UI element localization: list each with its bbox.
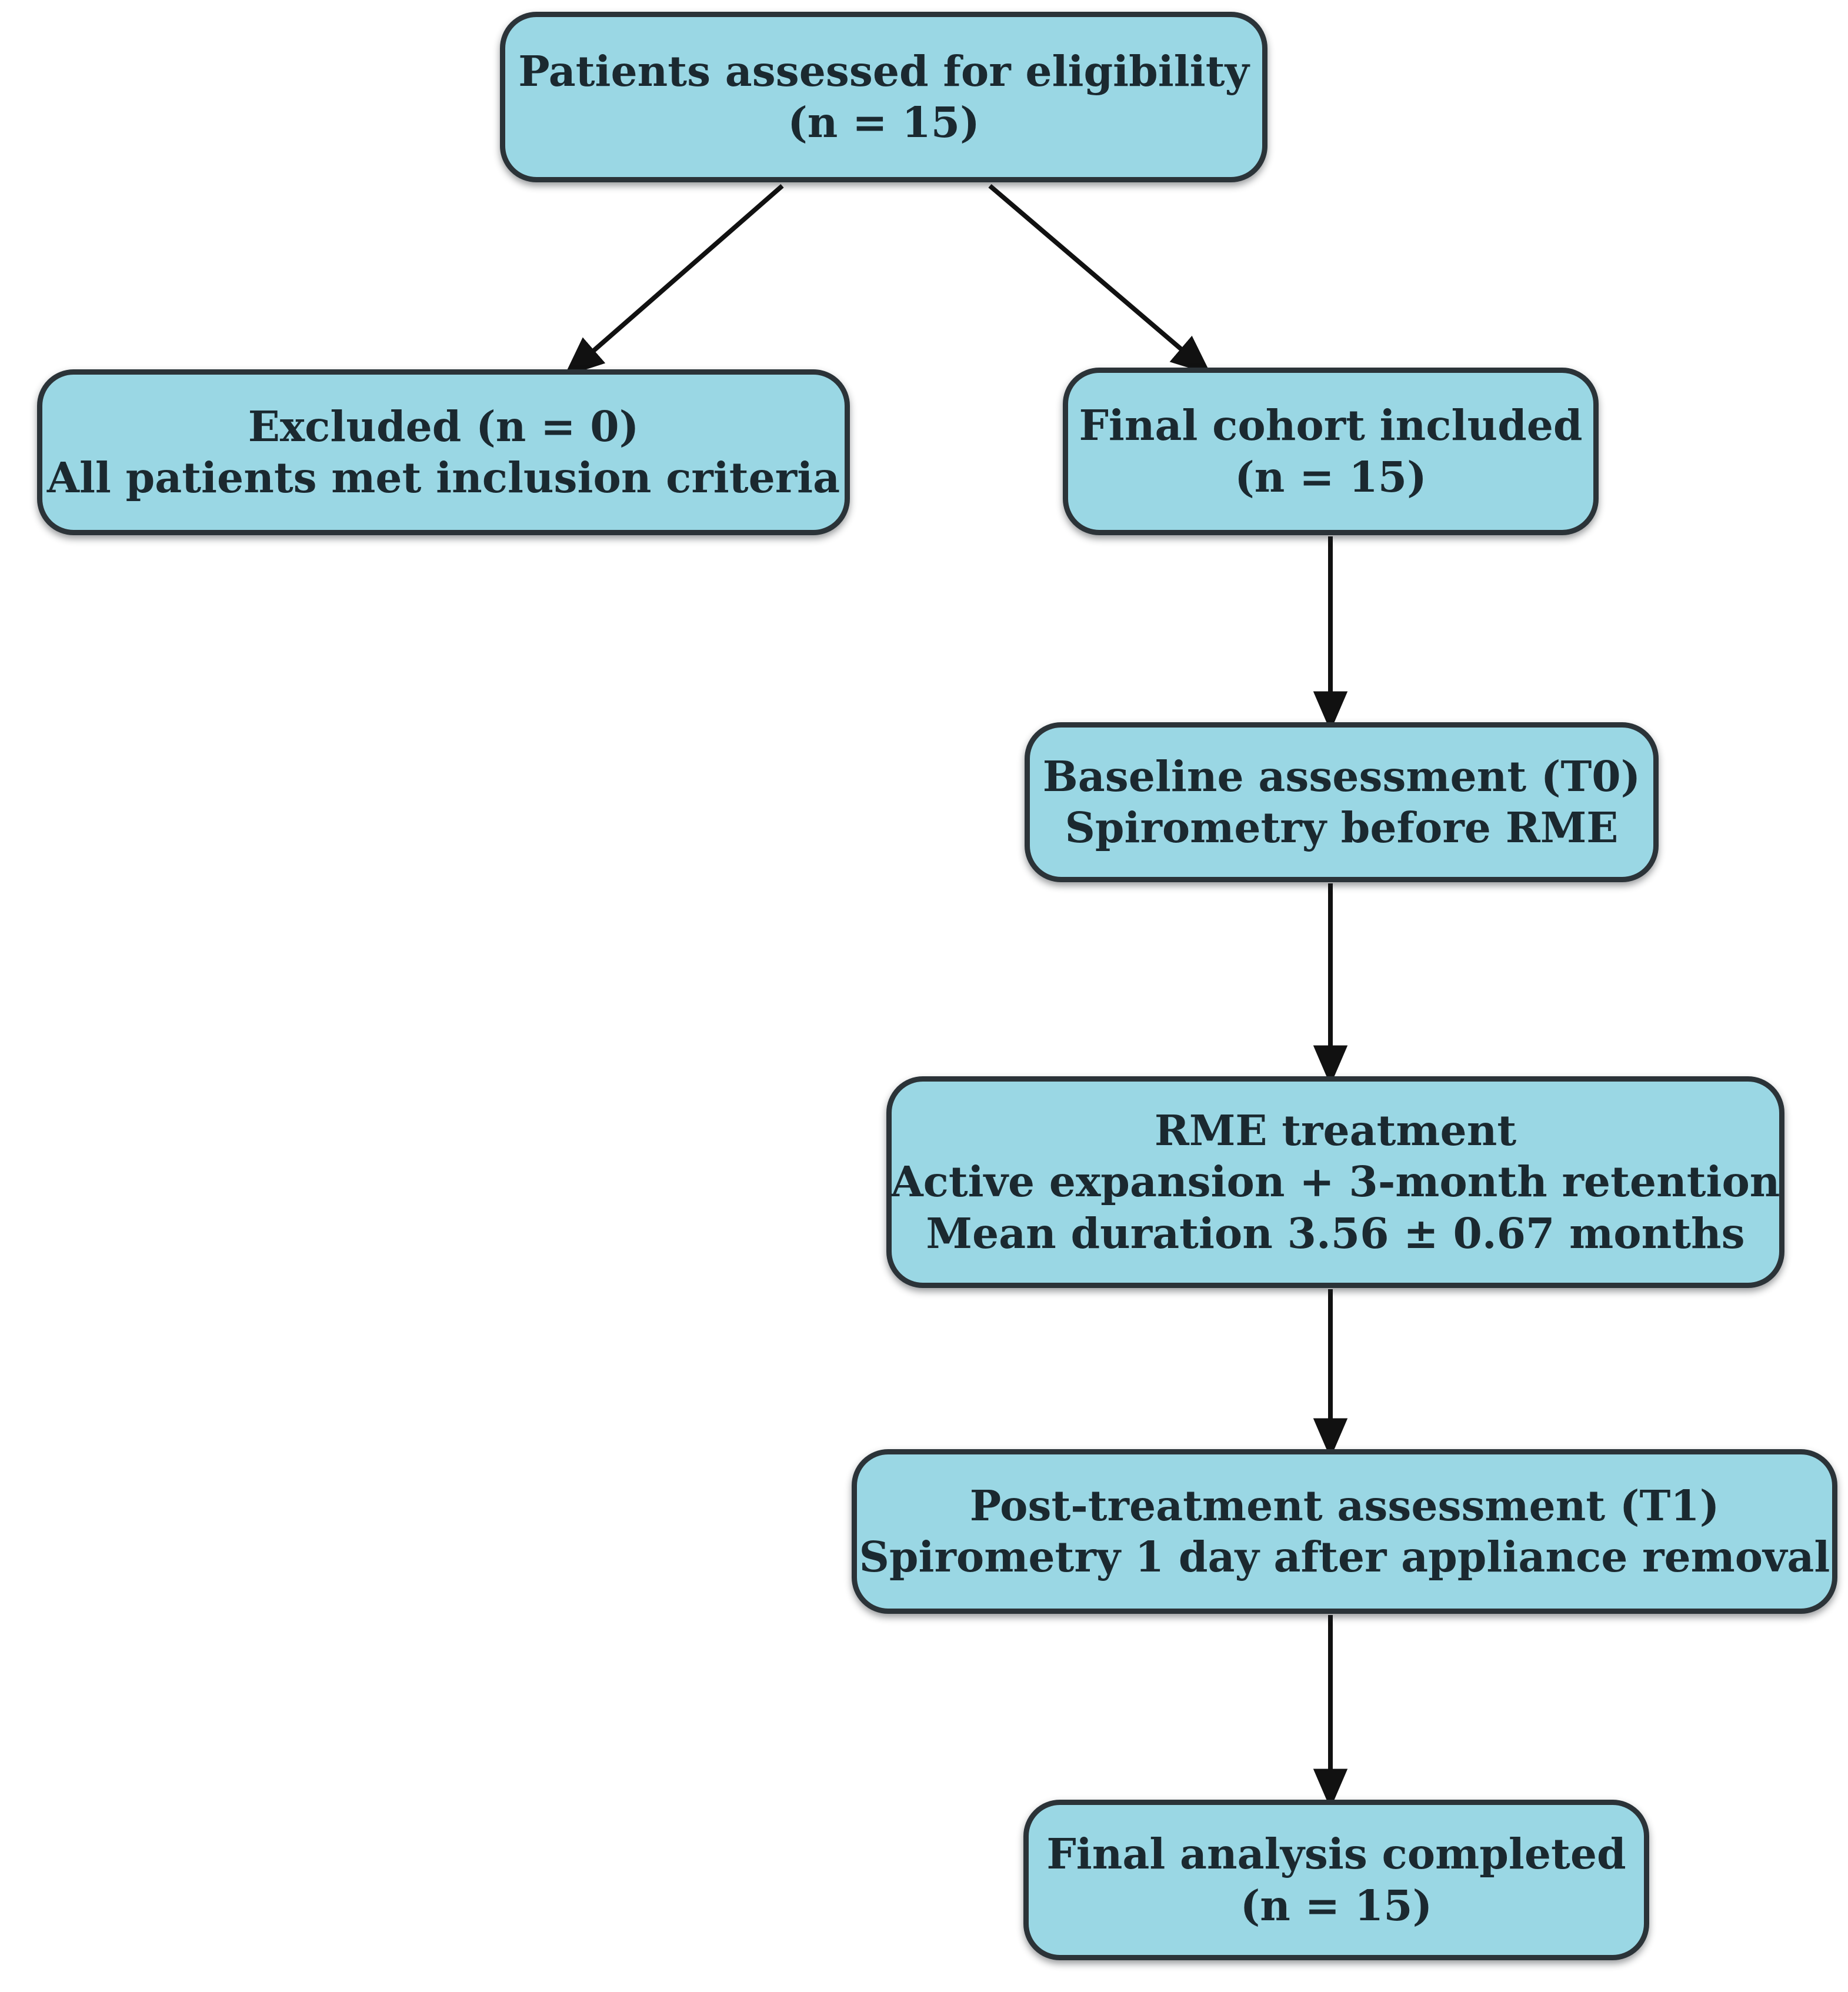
node-post-treatment-assessment: Post-treatment assessment (T1) Spirometr… (852, 1449, 1837, 1614)
node-rme-treatment: RME treatment Active expansion + 3-month… (886, 1076, 1784, 1288)
node-text-line: Spirometry 1 day after appliance removal (859, 1532, 1830, 1581)
edge-eligibility-cohort (988, 183, 1212, 375)
node-patients-assessed-for-eligibility: Patients assessed for eligibility (n = 1… (500, 12, 1267, 182)
edge-eligibility-excluded (563, 183, 784, 377)
node-excluded: Excluded (n = 0) All patients met inclus… (37, 369, 850, 535)
node-text-line: (n = 15) (1235, 452, 1427, 502)
node-text-line: Excluded (n = 0) (248, 401, 639, 451)
node-text-line: Spirometry before RME (1065, 803, 1619, 852)
node-text-line: Final analysis completed (1046, 1829, 1626, 1879)
node-text-line: Patients assessed for eligibility (518, 46, 1249, 96)
node-text-line: Final cohort included (1079, 401, 1583, 451)
node-text-line: Mean duration 3.56 ± 0.67 months (926, 1208, 1745, 1258)
node-text-line: Post-treatment assessment (T1) (969, 1480, 1720, 1530)
node-text-line: All patients met inclusion criteria (46, 453, 840, 502)
node-final-cohort-included: Final cohort included (n = 15) (1063, 368, 1599, 535)
node-text-line: Active expansion + 3-month retention (890, 1157, 1780, 1207)
node-final-analysis-completed: Final analysis completed (n = 15) (1023, 1800, 1649, 1960)
node-baseline-assessment: Baseline assessment (T0) Spirometry befo… (1025, 722, 1659, 882)
node-text-line: Baseline assessment (T0) (1042, 751, 1641, 801)
node-text-line: (n = 15) (788, 98, 980, 147)
node-text-line: RME treatment (1154, 1106, 1517, 1155)
node-text-line: (n = 15) (1240, 1880, 1433, 1930)
